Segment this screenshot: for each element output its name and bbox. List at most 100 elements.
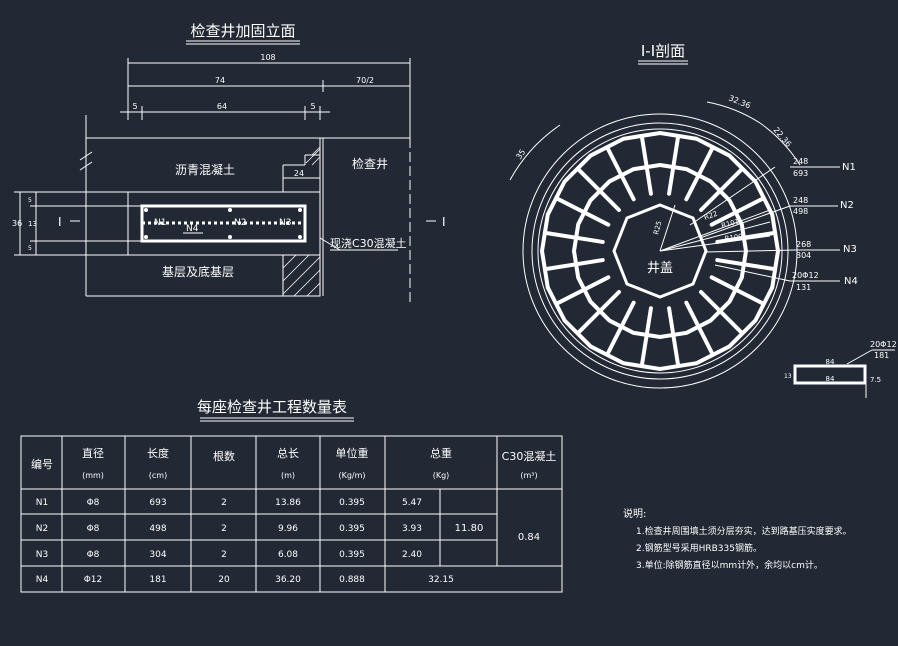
cell-count: 20 xyxy=(218,575,230,585)
n1-outer-ring xyxy=(539,130,781,372)
detail-e: 7.5 xyxy=(870,376,881,384)
th-id: 编号 xyxy=(31,457,53,471)
callout-n1-bot: 693 xyxy=(793,169,808,178)
radius-r22: R22 xyxy=(703,210,719,222)
label-well: 检查井 xyxy=(352,156,388,171)
cell-len: 693 xyxy=(149,498,166,508)
n4-radial-bar xyxy=(639,134,653,196)
detail-bot: 181 xyxy=(874,351,889,360)
cell-c30: 0.84 xyxy=(518,532,540,543)
detail-h: 13 xyxy=(784,373,792,380)
th-count: 根数 xyxy=(213,449,235,463)
note-3: 3.单位:除钢筋直径以mm计外，余均以cm计。 xyxy=(636,559,823,571)
label-asphalt: 沥青混凝土 xyxy=(175,162,235,177)
callout-n2-top: 248 xyxy=(793,196,808,205)
n4-radial-bar xyxy=(554,275,611,306)
cell-count: 2 xyxy=(221,550,227,560)
th-total-unit: (m) xyxy=(281,471,295,480)
detail-top: 20Φ12 xyxy=(870,340,897,349)
cell-total-weight: 5.47 xyxy=(402,498,422,508)
label-n1: N1 xyxy=(154,218,166,228)
cell-unit-weight: 0.395 xyxy=(339,498,365,508)
cell-dia: Φ8 xyxy=(87,498,100,508)
vdim-13: 13 xyxy=(28,220,37,228)
th-unit-weight: 单位重 xyxy=(336,446,369,460)
section-title: I-I剖面 xyxy=(641,42,685,60)
n4-radial-bar xyxy=(699,166,745,212)
th-c30-unit: (m³) xyxy=(520,471,537,480)
n4-radial-bar xyxy=(709,275,766,306)
n4-radial-bar xyxy=(667,306,681,368)
th-total-weight: 总重 xyxy=(430,446,452,460)
n4-radial-bar xyxy=(575,290,621,336)
section-mark-left: I xyxy=(58,215,62,229)
cell-total-weight: 3.93 xyxy=(402,524,422,534)
n4-radial-bar xyxy=(709,196,766,227)
detail-len2: 84 xyxy=(826,375,835,383)
elevation-title: 检查井加固立面 xyxy=(190,22,295,40)
callout-n3-name: N3 xyxy=(843,244,857,255)
n4-radial-bar xyxy=(605,300,636,357)
n4-radial-bar xyxy=(684,145,715,202)
callout-n4-name: N4 xyxy=(844,276,858,287)
callout-n4-top: 20Φ12 xyxy=(792,271,819,280)
dim-24: 24 xyxy=(294,169,304,178)
notes-title: 说明: xyxy=(623,507,646,520)
notes: 说明: 1.检查井周围填土须分层夯实，达到路基压实度要求。 2.钢筋型号采用HR… xyxy=(623,507,852,571)
rebar-detail: 20Φ12 181 84 84 13 7.5 xyxy=(784,340,897,398)
th-total: 总长 xyxy=(277,446,299,460)
th-total-weight-unit: (Kg) xyxy=(433,471,450,480)
cell-total: 9.96 xyxy=(278,524,298,534)
cell-unit-weight: 0.395 xyxy=(339,524,365,534)
radius-r25: R25 xyxy=(652,220,663,235)
callout-n1-top: 248 xyxy=(793,157,808,166)
note-1: 1.检查井周围填土须分层夯实，达到路基压实度要求。 xyxy=(636,525,852,537)
n4-radial-bar xyxy=(699,290,745,336)
arc-dim-22: 22.36 xyxy=(771,126,793,149)
arc-dim-32: 32.36 xyxy=(727,94,752,111)
cell-id: N2 xyxy=(36,524,48,534)
table-row: N3 Φ8 304 2 6.08 0.395 2.40 xyxy=(36,550,423,560)
cell-total: 6.08 xyxy=(278,550,298,560)
cell-id: N4 xyxy=(36,575,49,585)
n4-radial-bar xyxy=(543,230,605,244)
n4-radial-bar xyxy=(575,166,621,212)
th-dia: 直径 xyxy=(82,446,104,460)
cell-id: N1 xyxy=(36,498,48,508)
detail-len1: 84 xyxy=(826,358,835,366)
cell-len: 498 xyxy=(149,524,166,534)
th-unit-weight-unit: (Kg/m) xyxy=(338,471,365,480)
cell-subtotal: 11.80 xyxy=(455,523,484,534)
dim-5b: 5 xyxy=(310,102,315,111)
table-row: N1 Φ8 693 2 13.86 0.395 5.47 xyxy=(36,498,422,508)
n4-radial-bar xyxy=(605,145,636,202)
rebar-ring xyxy=(539,130,781,372)
cell-len: 181 xyxy=(149,575,166,585)
cell-total: 36.20 xyxy=(275,575,301,585)
th-c30: C30混凝土 xyxy=(502,449,557,463)
label-n4: N4 xyxy=(186,224,199,234)
th-dia-unit: (mm) xyxy=(82,471,104,480)
radius-r109: R109 xyxy=(724,233,743,243)
section-view: I-I剖面 井盖 R25 R22 R101 R109 32.36 22.36 3… xyxy=(509,42,897,398)
cell-dia: Φ8 xyxy=(87,524,100,534)
callout-n3-bot: 304 xyxy=(796,251,811,260)
n4-radial-bar xyxy=(639,306,653,368)
elevation-view: 检查井加固立面 108 74 70/2 5 64 5 xyxy=(12,22,446,304)
cell-unit-weight: 0.395 xyxy=(339,550,365,560)
vdim-5-bot: 5 xyxy=(28,245,32,252)
cell-id: N3 xyxy=(36,550,48,560)
cell-dia: Φ12 xyxy=(84,575,103,585)
arc-dim-35: 35 xyxy=(514,148,527,162)
inner-polygon xyxy=(612,203,708,299)
n4-radial-bar xyxy=(543,258,605,272)
cell-count: 2 xyxy=(221,524,227,534)
section-mark-right: I xyxy=(442,215,446,229)
callout-n1-name: N1 xyxy=(842,162,856,173)
well-cover-label: 井盖 xyxy=(647,261,673,276)
n2-middle-ring xyxy=(571,162,749,340)
quantity-table: 每座检查井工程数量表 编号 直径 (mm) 长度 (cm) 根数 总长 (m) … xyxy=(20,398,563,593)
table-row: N4 Φ12 181 20 36.20 0.888 32.15 xyxy=(36,575,454,585)
callout-n2-bot: 498 xyxy=(793,207,808,216)
